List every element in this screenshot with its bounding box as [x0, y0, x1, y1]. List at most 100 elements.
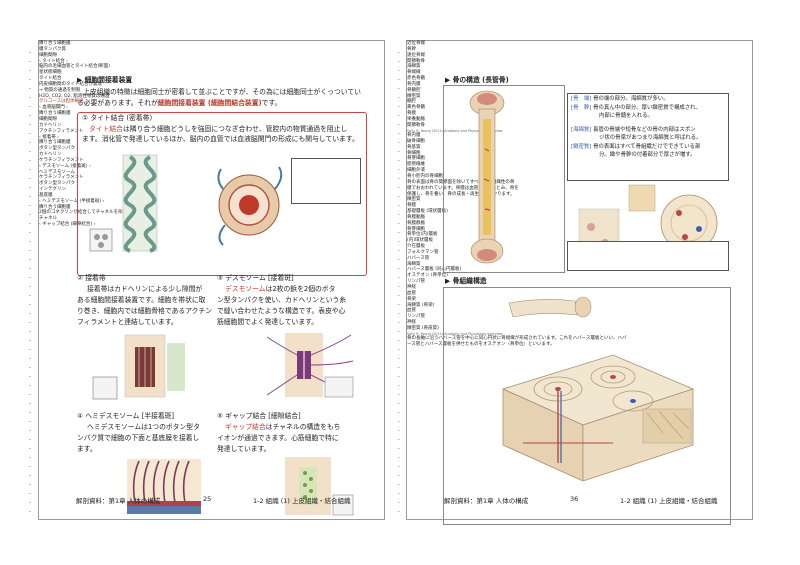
def-diaphysis-2: 内部に骨髄を入れる。: [599, 113, 653, 119]
adherens-text-2: ある細胞間接着装置です。細胞を帯状に取: [77, 296, 206, 304]
bbb-figure: [217, 166, 283, 246]
hemidesmosome-text-1: ヘミデスモソームは1つのボタン型タ: [87, 423, 200, 431]
bone-label-artery: 栄養動脈: [407, 116, 425, 122]
adherens-label-1: 隣り合う細胞膜: [39, 111, 71, 117]
gap-junction-text-3: 発達しています。: [217, 445, 271, 453]
adherens-label-2: 細胞間隙: [39, 116, 57, 122]
desmosome-caption: ‹ デスモソーム (接着斑) ›: [39, 163, 91, 169]
desmosome-text-1: デスモソームは2枚の鋲を2個のボタ: [225, 285, 336, 293]
bone-label-cavity: 骨髄腔: [407, 87, 421, 93]
left-page: ▶ 細胞間接着装置 上皮組織の特徴は細胞同士が密着して並ぶことですが、その為には…: [38, 40, 385, 520]
zoom-label-matrix: 骨基質: [407, 144, 421, 150]
adherens-text-4: フィラメントと連結しています。: [77, 318, 178, 326]
tissue-label-bottom-nerve: 神経: [407, 320, 416, 326]
adherens-text-1: 接着帯はカドヘリンによる少し隙間が: [87, 285, 203, 293]
binder-holes-right: [398, 52, 400, 512]
bone-label-periosteum: 骨膜: [407, 111, 416, 117]
desmosome-text-4: 筋細胞間でよく発達しています。: [217, 318, 319, 326]
tissue-label-osteon: オステオン (骨単位): [407, 273, 448, 279]
tissue-label-basic-lamella: 基礎層板 (環状層板): [407, 209, 448, 215]
tissue-label-compact: 緻密質: [407, 197, 421, 203]
tight-caption: ‹ タイト結合 ›: [39, 58, 68, 64]
gap-label-3: チャネル: [39, 216, 57, 222]
bone-label-spongy: 海綿質: [407, 64, 421, 70]
definitions-box: [567, 93, 729, 181]
bone-label-distal: 遠位骨端: [407, 52, 425, 58]
tight-label-membrane: 隣り合う細胞膜: [39, 41, 71, 46]
tissue-label-bottom-lymph: リンパ管: [407, 314, 425, 320]
tissue-note-1: 骨の長軸に沿うハバース管を中心に同心円状に骨組織が形成されています。これをハバー…: [407, 336, 627, 342]
bbb-note-3: H2O, CO2, O2, 脂溶性物質は通過: [39, 93, 110, 99]
tissue-label-spongy-trab: 海綿質 (骨梁): [407, 302, 435, 308]
def-diaphysis: [骨 幹] 骨の真ん中の部分。厚い緻密質で構成され、: [571, 105, 701, 111]
tissue-label-spongy: 海綿質: [407, 261, 421, 267]
periosteum-note-3: 保護し、骨を養い、骨の成長・再生にあずかります。: [407, 191, 515, 197]
periosteum-note-1: 骨の表面は骨の関節面を除いてすべて結合組織性の骨: [407, 179, 515, 185]
desmosome-label-1: 隣り合う細胞膜: [39, 140, 71, 146]
desmosome-text-2: ン型タンパクを使い、カドヘリンという糸: [217, 296, 347, 304]
tissue-label-osteoblast: 骨芽細胞: [407, 226, 425, 232]
tissue-label-vein: 骨膜静脈: [407, 220, 425, 226]
gap-label-1: 隣り合う細胞膜: [39, 204, 71, 210]
desmosome-figure: [266, 333, 354, 398]
adherens-text-3: り巻き、細胞内では細胞骨格であるアクチン: [77, 307, 213, 315]
periosteum-note-box: [567, 241, 729, 271]
binder-holes-left: [29, 52, 31, 512]
gap-junction-figure: [285, 457, 354, 516]
zoom-label-osteocyte: 骨細胞: [407, 150, 421, 156]
hemi-caption: ‹ ヘミデスモソーム (半接着斑) ›: [39, 198, 105, 204]
tissue-label-osteon-lamella: 骨単位(内)層板: [407, 232, 438, 238]
tissue-label-lymph: リンパ管: [407, 279, 425, 285]
tissue-frame: [443, 287, 731, 525]
def-spongy: [海綿質] 長管の骨端や短骨などの骨の内部はスポン: [571, 127, 696, 133]
bbb-label-astro: 星状膠細胞: [39, 70, 62, 76]
desmosome-label-3: カドヘリン: [39, 152, 62, 158]
bone-label-yellowmarrow: 黄色骨髄: [407, 105, 425, 111]
hemi-label-4: インテグリン: [39, 187, 66, 193]
long-bone-figure: [469, 90, 505, 264]
right-page: ▶ 骨の構造 (長管骨) 近位骨端 骨幹 遠位骨端 関節軟骨 海綿質 骨端線 赤…: [406, 40, 753, 525]
bbb-caption: ‹ 血液脳関門 ›: [39, 105, 68, 111]
tissue-label-bottom-compact: 緻密質 (骨皮質): [407, 325, 439, 331]
hemi-label-5: 基底膜: [39, 192, 53, 198]
tissue-label-artery: 骨膜動脈: [407, 214, 425, 220]
intro-text-2: る必要があります。それが細胞間接着装置 (細胞間結合装置)です。: [77, 99, 282, 107]
bone-label-cartilage: 関節軟骨: [407, 58, 425, 64]
desmosome-heading: ③ デスモソーム [接着斑]: [217, 274, 294, 282]
right-footer-title: 解剖資料：第1章 人体の構成: [444, 497, 529, 505]
bone-label-epiline: 骨端線: [407, 70, 421, 76]
tissue-label-bottom-vessel: 血管: [407, 308, 416, 314]
hemi-label-3: ボタン型タンパク: [39, 181, 75, 187]
zoom-label-lacuna: 骨小腔内の骨細胞: [407, 173, 443, 179]
bone-label-proximal: 近位骨端: [407, 41, 425, 46]
hemidesmosome-heading: ④ ヘミデスモソーム [半接着斑]: [77, 412, 175, 420]
bone-label-medulla: 髄腔: [407, 99, 416, 105]
left-footer-page: 25: [203, 495, 212, 503]
tight-junction-figure: [89, 154, 158, 253]
tissue-note-2: ース管とハバース層板を併せたものをオステオン（骨単位）といいます。: [407, 342, 555, 348]
bone-tissue-figure: [501, 296, 695, 481]
left-footer-section: 1-2 組織 (1) 上皮組織・結合組織: [253, 497, 351, 505]
tight-junction-heading: ① タイト結合 (密着帯): [82, 114, 153, 122]
bone-zoom-figure: [578, 184, 718, 266]
bone-label-compact: 緻密質: [407, 93, 421, 99]
bbb-title: 脳内の毛細血管とタイト結合(断面): [39, 64, 111, 70]
zoom-label-endosteum: 骨内膜: [407, 133, 421, 139]
desmosome-label-4: ケラチンフィラメント: [39, 157, 84, 163]
right-footer-section: 1-2 組織 (1) 上皮組織・結合組織: [620, 497, 718, 505]
tight-junction-text: タイト結合は隣り合う細胞どうしを強固につなぎ合わせ、管腔内の物質通過を阻止し: [89, 125, 348, 133]
tight-label-gap: 細胞間隙: [39, 52, 57, 58]
def-spongy-2: ジ状の骨梁があつまり海綿質と呼ばれる。: [599, 135, 702, 141]
tight-label-protein: 膜タンパク質: [39, 46, 66, 52]
bone-structure-title: ▶ 骨の構造 (長管骨): [445, 76, 509, 84]
adherens-label-3: カドヘリン: [39, 122, 62, 128]
gap-junction-text-2: イオンが通過できます。心筋細胞で特に: [217, 434, 339, 442]
tissue-label-inner-lamella: (内)環状層板: [407, 238, 434, 244]
bone-label-cartilage-2: 関節軟骨: [407, 122, 425, 128]
desmosome-text-3: で縫い合わせたような構造です。表皮や心: [217, 307, 346, 315]
bbb-note-2: → 物質の通過を制限: [39, 87, 81, 93]
bone-credit: Sally R. Young (2011) Anatomy and Physio…: [407, 128, 503, 133]
tissue-label-vessel: 血管: [407, 290, 416, 296]
zoom-label-collagen: 膠原線維: [407, 162, 425, 168]
long-bone-frame: [443, 85, 565, 273]
